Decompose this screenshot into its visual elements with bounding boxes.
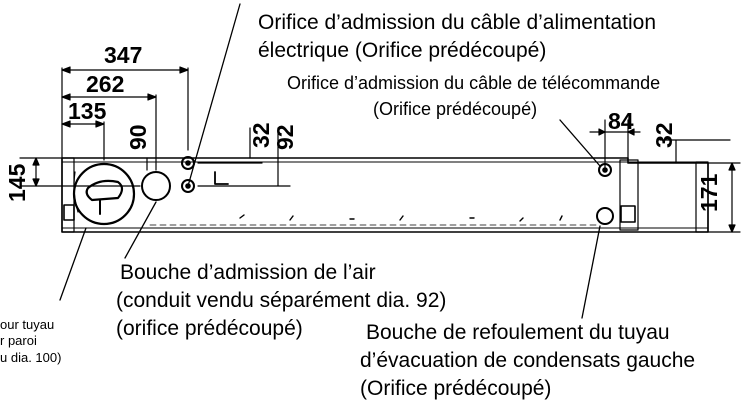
power-cable-label: Orifice d’admission du câble d’alimentat… — [258, 11, 657, 34]
dim-32-right: 32 — [651, 122, 677, 148]
air-intake-label-3: (orifice prédécoupé) — [116, 317, 303, 340]
wall-pipe-label-1: our tuyau — [0, 317, 55, 332]
air-intake-label: Bouche d’admission de l’air — [120, 261, 376, 284]
dim-145: 145 — [4, 163, 30, 202]
remote-cable-label: Orifice d’admission du câble de télécomm… — [287, 73, 661, 93]
dim-135: 135 — [68, 98, 107, 124]
drain-label-2: d’évacuation de condensats gauche — [360, 349, 696, 372]
dim-347: 347 — [104, 42, 143, 68]
air-intake-hole — [141, 171, 171, 201]
dim-84: 84 — [608, 108, 634, 134]
wall-pipe-label-3: u dia. 100) — [0, 350, 62, 365]
dim-171: 171 — [696, 173, 722, 212]
dim-90: 90 — [125, 124, 151, 150]
dim-32-left: 32 — [248, 122, 274, 148]
dim-92: 92 — [272, 124, 298, 150]
cable-holes — [181, 156, 614, 225]
dim-262: 262 — [86, 71, 125, 97]
dimension-lines — [19, 66, 741, 233]
drain-label: Bouche de refoulement du tuyau — [366, 321, 670, 344]
remote-cable-label-2: (Orifice prédécoupé) — [373, 99, 538, 119]
leader-lines — [59, 3, 601, 319]
wall-pipe-hole — [72, 162, 136, 226]
air-intake-label-2: (conduit vendu séparément dia. 92) — [116, 289, 447, 312]
wall-pipe-label-2: r paroi — [0, 333, 37, 348]
drain-label-3: (Orifice prédécoupé) — [360, 377, 552, 400]
power-cable-label-2: électrique (Orifice prédécoupé) — [258, 39, 547, 62]
